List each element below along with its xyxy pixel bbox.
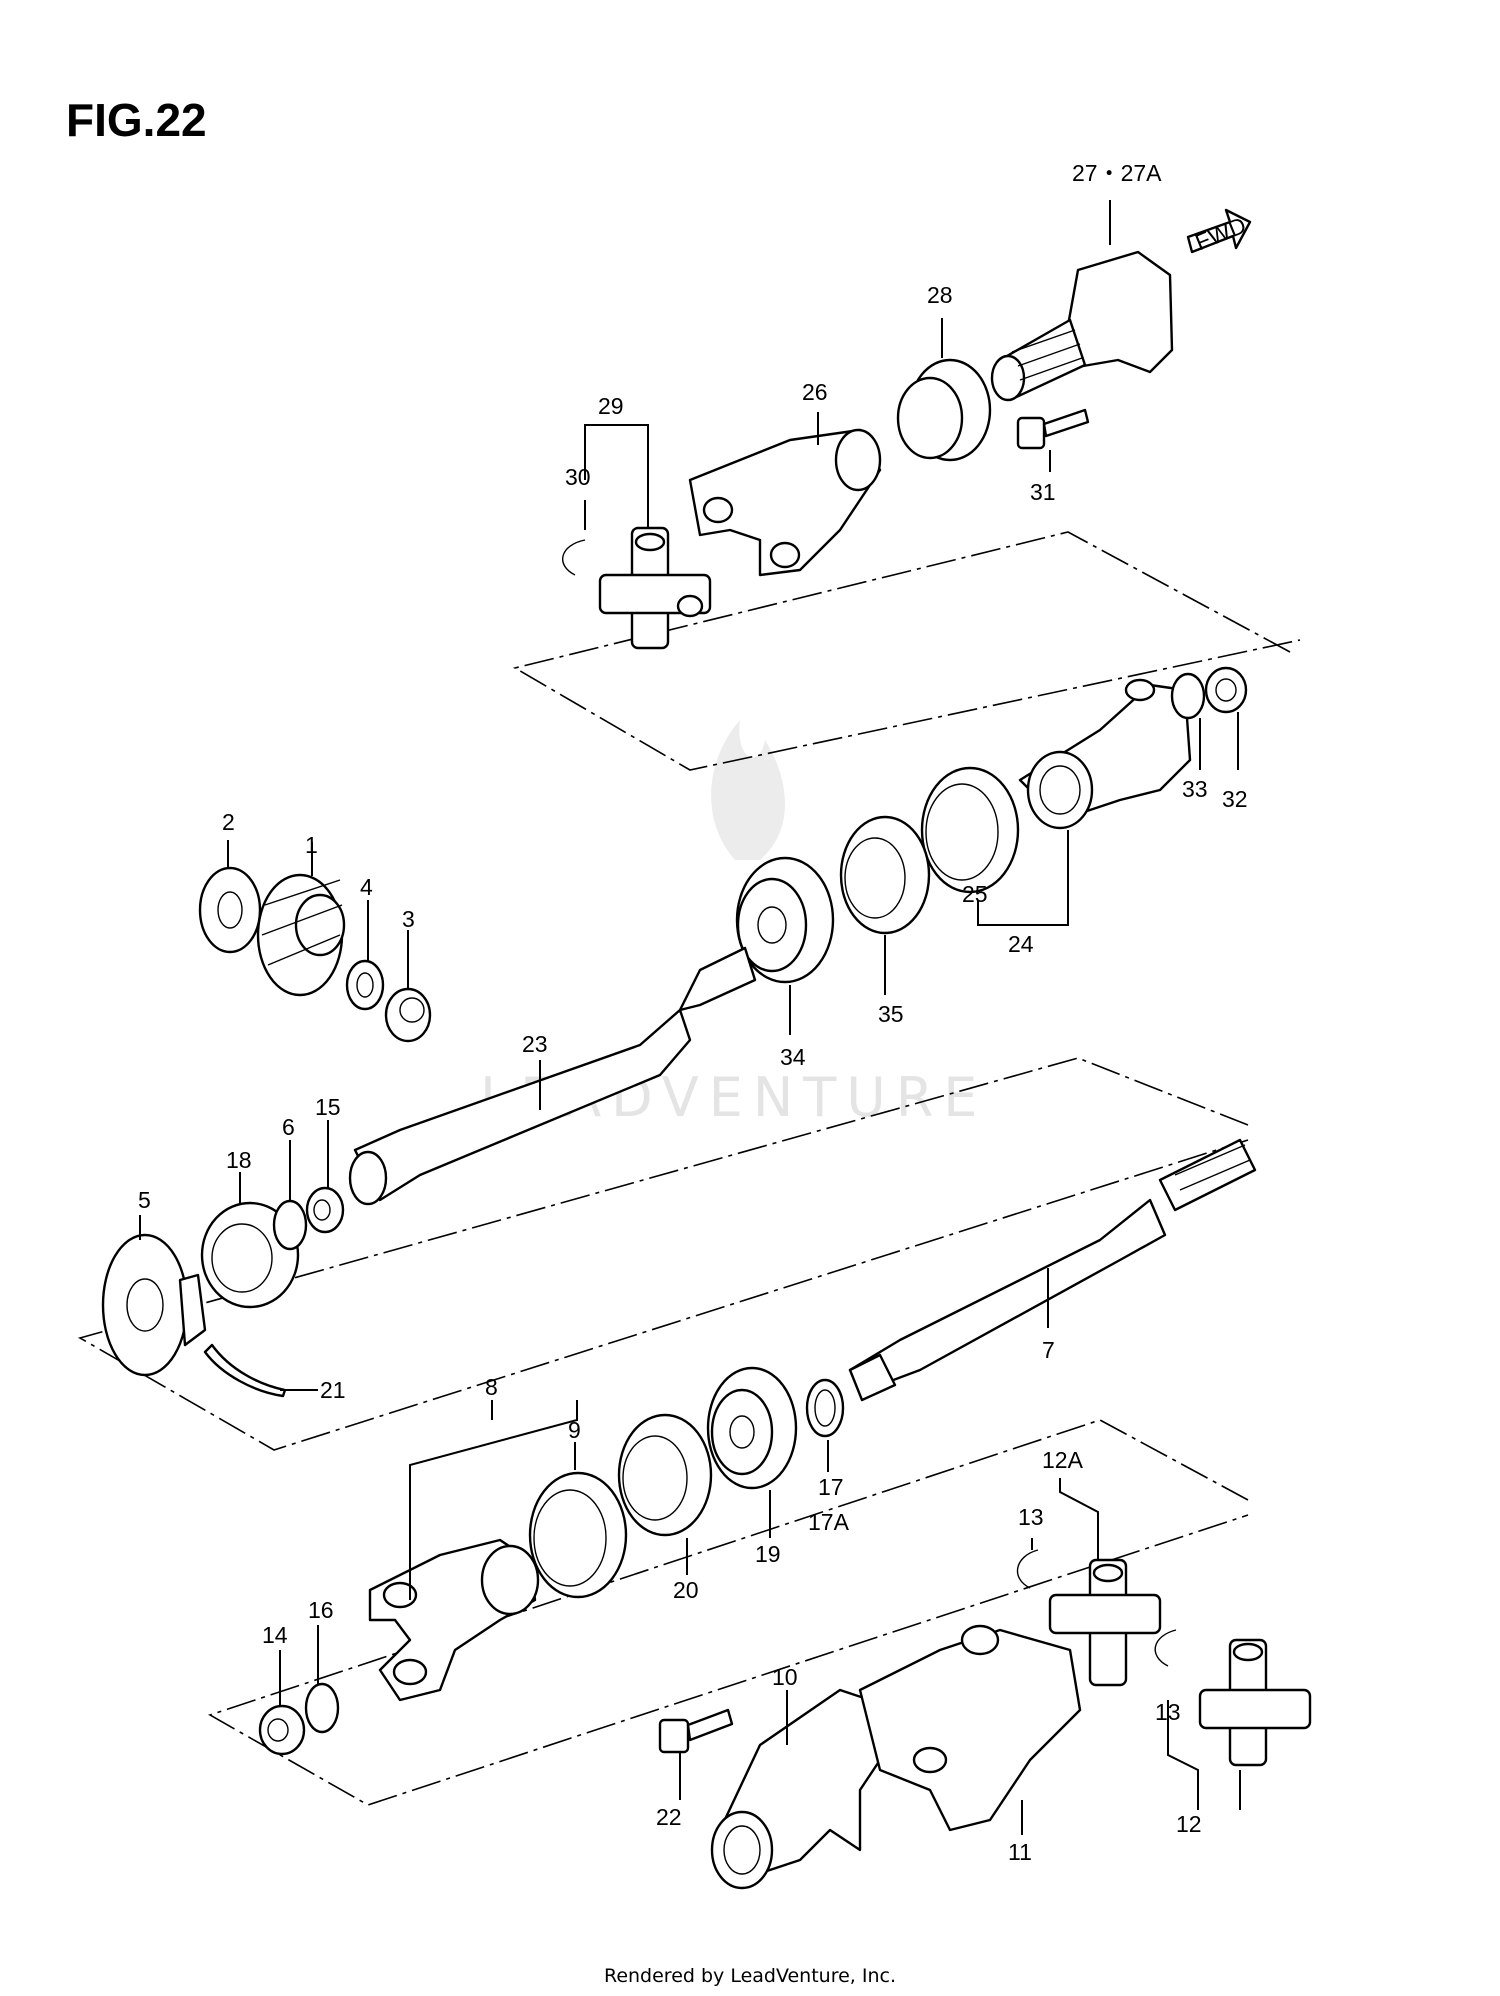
washer-16 <box>304 1682 340 1734</box>
yoke-8 <box>368 1538 540 1702</box>
callout-29: 29 <box>598 393 624 419</box>
nut-14 <box>258 1704 306 1756</box>
spider-12a <box>1048 1558 1162 1687</box>
callout-23: 23 <box>522 1031 548 1057</box>
bevel-gear-5 <box>101 1233 207 1377</box>
callout-20: 20 <box>673 1577 699 1603</box>
washer-4 <box>345 959 385 1011</box>
callout-6: 6 <box>282 1114 295 1140</box>
spider-29 <box>598 526 712 650</box>
callout-12a: 12A <box>1042 1447 1084 1473</box>
output-shaft-27 <box>990 250 1174 402</box>
circlip-30 <box>562 539 586 576</box>
bolt-31 <box>1016 408 1090 450</box>
callout-22: 22 <box>656 1804 682 1830</box>
callout-12: 12 <box>1176 1811 1202 1837</box>
callout-5: 5 <box>138 1187 151 1213</box>
callout-17a: 17A <box>808 1509 850 1535</box>
callout-13b: 13 <box>1155 1699 1181 1725</box>
callout-15: 15 <box>315 1094 341 1120</box>
flange-yoke-24 <box>1018 678 1192 830</box>
fwd-label: FWD <box>1191 212 1249 256</box>
seal-9 <box>528 1471 628 1599</box>
circlip-13 <box>1016 1549 1177 1667</box>
callout-11: 11 <box>1008 1839 1032 1865</box>
oil-seal-28 <box>896 358 992 462</box>
callout-26: 26 <box>802 379 828 405</box>
callout-labels: 27・27A 28 26 29 30 31 33 32 25 24 35 34 … <box>138 160 1248 1865</box>
region-outlines <box>77 531 1301 1806</box>
spider-12 <box>1198 1638 1312 1767</box>
washer-2 <box>198 866 262 954</box>
callout-35: 35 <box>878 1001 904 1027</box>
callout-3: 3 <box>402 906 415 932</box>
bushing-15 <box>305 1186 345 1234</box>
gear-1 <box>256 873 346 997</box>
nut-32 <box>1204 666 1248 714</box>
ring-17 <box>805 1378 845 1438</box>
callout-21: 21 <box>320 1377 346 1403</box>
leader-lines <box>139 200 1241 1835</box>
callout-13a: 13 <box>1018 1504 1044 1530</box>
callout-18: 18 <box>226 1147 252 1173</box>
bearing-35 <box>839 815 931 935</box>
bearing-34 <box>735 856 835 984</box>
callout-10: 10 <box>772 1664 798 1690</box>
callout-34: 34 <box>780 1044 806 1070</box>
callout-27: 27・27A <box>1072 160 1162 186</box>
callout-4: 4 <box>360 874 373 900</box>
shaft-7 <box>848 1138 1257 1402</box>
callout-7: 7 <box>1042 1337 1055 1363</box>
fwd-arrow-icon: FWD <box>1186 208 1252 256</box>
bolt-22 <box>658 1708 734 1754</box>
footer-credit: Rendered by LeadVenture, Inc. <box>604 1965 896 1987</box>
callout-25: 25 <box>962 881 988 907</box>
figure-title: FIG.22 <box>66 94 207 146</box>
callout-2: 2 <box>222 809 235 835</box>
yoke-26 <box>688 428 882 577</box>
callout-8: 8 <box>485 1374 498 1400</box>
callout-1: 1 <box>305 832 318 858</box>
callout-17: 17 <box>818 1474 844 1500</box>
callout-14: 14 <box>262 1622 288 1648</box>
washer-6 <box>272 1199 308 1251</box>
nut-3 <box>384 987 432 1043</box>
callout-28: 28 <box>927 282 953 308</box>
callout-33: 33 <box>1182 776 1208 802</box>
callout-24: 24 <box>1008 931 1034 957</box>
leadventure-watermark: LEADVENTURE <box>480 720 977 1129</box>
shaft-23 <box>348 946 757 1206</box>
callout-31: 31 <box>1030 479 1056 505</box>
callout-32: 32 <box>1222 786 1248 812</box>
bearing-19 <box>706 1366 798 1490</box>
yoke-11 <box>858 1624 1082 1832</box>
callout-19: 19 <box>755 1541 781 1567</box>
flange-10 <box>710 1688 882 1890</box>
callout-9: 9 <box>568 1417 581 1443</box>
callout-30: 30 <box>565 464 591 490</box>
washer-33 <box>1170 672 1206 720</box>
bearing-20 <box>617 1413 713 1537</box>
seal-25 <box>920 766 1020 894</box>
circlip-21 <box>203 1343 287 1398</box>
callout-16: 16 <box>308 1597 334 1623</box>
